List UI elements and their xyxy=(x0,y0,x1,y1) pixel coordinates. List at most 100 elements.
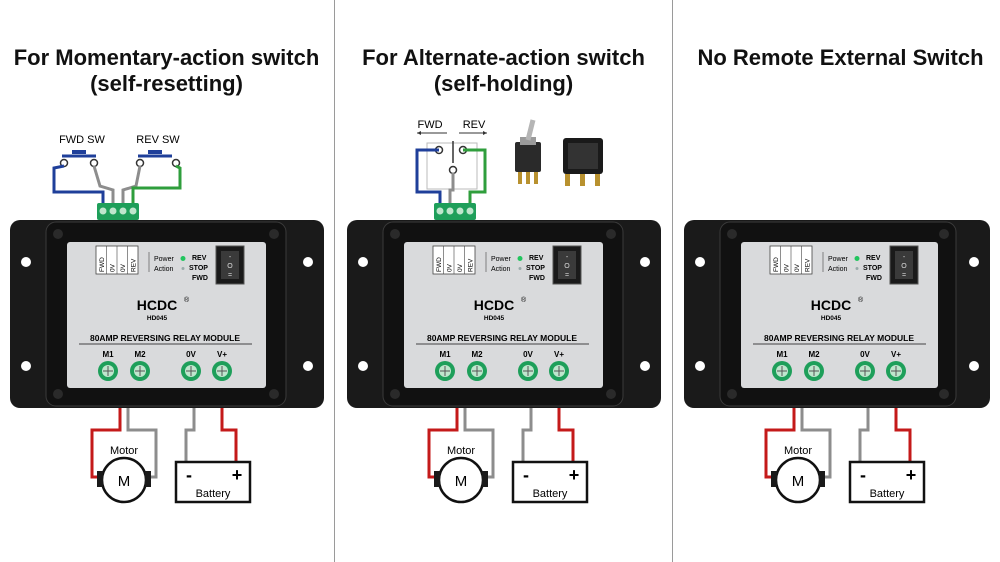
motor: Motor M xyxy=(97,445,151,504)
brand-name: HCDC xyxy=(137,297,177,313)
power-indicator-label: Power xyxy=(828,256,849,263)
screw-terminal-m1 xyxy=(435,361,455,381)
screw-terminal-m2 xyxy=(804,361,824,381)
model-number: HD045 xyxy=(147,315,168,322)
terminal-label-0v: 0V xyxy=(110,263,117,272)
power-led xyxy=(517,256,523,261)
rocker-mark-minus: - xyxy=(229,254,232,261)
position-stop: STOP xyxy=(189,265,208,272)
action-indicator-label: Action xyxy=(154,266,174,273)
motor: Motor M xyxy=(771,445,825,504)
screw-terminal-0v xyxy=(855,361,875,381)
screw-label-m1: M1 xyxy=(102,350,114,359)
brand-name: HCDC xyxy=(474,297,514,313)
position-rev: REV xyxy=(192,255,207,262)
rocker-switch-photo xyxy=(563,138,603,186)
screw-terminal-0v xyxy=(181,361,201,381)
screw-label-m2: M2 xyxy=(808,350,820,359)
toggle-switch-photo xyxy=(515,119,541,184)
motor-label: Motor xyxy=(784,445,812,457)
module-name: 80AMP REVERSING RELAY MODULE xyxy=(764,333,914,343)
panel-title: For Momentary-action switch xyxy=(13,45,320,70)
rocker-mark-o: O xyxy=(227,263,233,270)
position-stop: STOP xyxy=(526,265,545,272)
wiring-diagram: FWD 0V 0V REV Power Action REV STOP FWD … xyxy=(684,220,990,504)
registered-mark: ® xyxy=(521,296,527,304)
panel-momentary: For Momentary-action switch (self-resett… xyxy=(0,0,333,562)
motor-label: Motor xyxy=(110,445,138,457)
position-fwd: FWD xyxy=(529,275,545,282)
action-led xyxy=(181,267,185,270)
screw-terminal-vplus xyxy=(212,361,232,381)
module-name: 80AMP REVERSING RELAY MODULE xyxy=(427,333,577,343)
screw-label-m2: M2 xyxy=(134,350,146,359)
brand-name: HCDC xyxy=(811,297,851,313)
terminal-label-fwd: FWD xyxy=(773,257,780,272)
screw-label-vplus: V+ xyxy=(891,350,901,359)
screw-terminal-m2 xyxy=(467,361,487,381)
terminal-label-0v-2: 0V xyxy=(457,263,464,272)
panel-no-switch: No Remote External Switch FWD 0V 0V REV … xyxy=(674,0,1000,562)
battery-minus: - xyxy=(186,465,192,485)
panel-divider-1 xyxy=(334,0,335,562)
battery-minus: - xyxy=(860,465,866,485)
panel-subtitle: (self-resetting) xyxy=(90,71,243,96)
power-led xyxy=(180,256,186,261)
model-number: HD045 xyxy=(821,315,842,322)
rocker-mark-equal: = xyxy=(902,272,906,279)
screw-terminal-m1 xyxy=(772,361,792,381)
battery: - + Battery xyxy=(174,460,252,504)
screw-label-0v: 0V xyxy=(186,350,196,359)
registered-mark: ® xyxy=(858,296,864,304)
fwd-switch-label: FWD SW xyxy=(59,134,105,146)
registered-mark: ® xyxy=(184,296,190,304)
rocker-mark-minus: - xyxy=(903,254,906,261)
motor-symbol: M xyxy=(118,473,131,490)
position-fwd: FWD xyxy=(192,275,208,282)
terminal-label-fwd: FWD xyxy=(436,257,443,272)
module-faceplate xyxy=(741,242,938,388)
power-led xyxy=(854,256,860,261)
position-fwd: FWD xyxy=(866,275,882,282)
screw-terminal-vplus xyxy=(886,361,906,381)
module-name: 80AMP REVERSING RELAY MODULE xyxy=(90,333,240,343)
position-rev: REV xyxy=(529,255,544,262)
panel-subtitle: (self-holding) xyxy=(433,71,574,96)
screw-terminal-vplus xyxy=(549,361,569,381)
action-indicator-label: Action xyxy=(828,266,848,273)
position-rev: REV xyxy=(866,255,881,262)
screw-label-m2: M2 xyxy=(471,350,483,359)
terminal-block xyxy=(434,203,476,220)
position-stop: STOP xyxy=(863,265,882,272)
screw-label-0v: 0V xyxy=(860,350,870,359)
screw-terminal-0v xyxy=(518,361,538,381)
power-indicator-label: Power xyxy=(154,256,175,263)
rocker-mark-o: O xyxy=(901,263,907,270)
terminal-label-rev: REV xyxy=(131,258,138,272)
motor-symbol: M xyxy=(792,473,805,490)
screw-label-0v: 0V xyxy=(523,350,533,359)
battery-label: Battery xyxy=(533,488,568,500)
action-indicator-label: Action xyxy=(491,266,511,273)
battery-label: Battery xyxy=(870,488,905,500)
rocker-mark-minus: - xyxy=(566,254,569,261)
panel-title: No Remote External Switch xyxy=(697,45,984,70)
motor: Motor M xyxy=(434,445,488,504)
motor-label: Motor xyxy=(447,445,475,457)
rev-switch-label: REV xyxy=(463,119,486,131)
action-led xyxy=(518,267,522,270)
terminal-label-rev: REV xyxy=(805,258,812,272)
rocker-mark-equal: = xyxy=(565,272,569,279)
rev-switch-label: REV SW xyxy=(136,134,180,146)
terminal-label-0v: 0V xyxy=(447,263,454,272)
fwd-switch: FWD SW xyxy=(59,134,106,168)
terminal-label-fwd: FWD xyxy=(99,257,106,272)
panel-alternate: For Alternate-action switch (self-holdin… xyxy=(337,0,670,562)
terminal-label-0v-2: 0V xyxy=(794,263,801,272)
rev-switch: REV SW xyxy=(135,134,180,168)
screw-terminal-m1 xyxy=(98,361,118,381)
rocker-mark-equal: = xyxy=(228,272,232,279)
model-number: HD045 xyxy=(484,315,505,322)
screw-label-vplus: V+ xyxy=(217,350,227,359)
battery-plus: + xyxy=(569,465,580,485)
